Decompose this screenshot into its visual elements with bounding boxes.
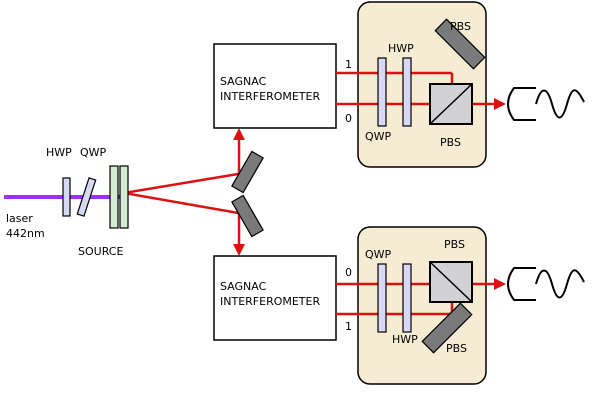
pbs-cube-icon [429, 83, 473, 125]
waveplate-icon [62, 177, 71, 217]
mirror-icon [231, 150, 264, 194]
crystal-icon [119, 165, 129, 229]
crystal-icon [109, 165, 119, 229]
analyzer-top-pbs-cube-label: PBS [440, 136, 461, 149]
mirror-icon [231, 194, 264, 238]
red-beams [123, 71, 498, 316]
analyzer-top-pbs-mirror-label: PBS [450, 20, 471, 33]
waveplate-icon [377, 263, 387, 333]
mirror-icon [421, 302, 473, 354]
analyzer-top-hwp-label: HWP [388, 42, 414, 55]
analyzer-bottom-pbs-mirror-label: PBS [446, 342, 467, 355]
sagnac-bottom-port-0: 0 [345, 266, 352, 279]
detector-fiber-icon [507, 87, 585, 121]
sagnac-top-port-1: 1 [345, 58, 352, 71]
source-qwp-label: QWP [80, 146, 107, 159]
analyzer-top-qwp-label: QWP [365, 130, 392, 143]
sagnac-bottom-label-line2: INTERFEROMETER [220, 295, 320, 308]
sagnac-interferometer-top [213, 43, 337, 129]
source-label: SOURCE [78, 245, 123, 258]
waveplate-icon [377, 57, 387, 127]
analyzer-bottom-pbs-cube-label: PBS [444, 238, 465, 251]
pbs-cube-icon [429, 261, 473, 303]
sagnac-top-label-line2: INTERFEROMETER [220, 90, 320, 103]
analyzer-bottom-qwp-label: QWP [365, 248, 392, 261]
waveplate-icon [402, 263, 412, 333]
sagnac-bottom-port-1: 1 [345, 320, 352, 333]
laser-label-line1: laser [6, 212, 33, 225]
sagnac-top-label-line1: SAGNAC [220, 75, 267, 88]
sagnac-interferometer-bottom [213, 255, 337, 341]
sagnac-top-port-0: 0 [345, 112, 352, 125]
analyzer-bottom-hwp-label: HWP [392, 333, 418, 346]
laser-label-line2: 442nm [6, 227, 45, 240]
waveplate-icon [76, 177, 97, 217]
source-hwp-label: HWP [46, 146, 72, 159]
waveplate-icon [402, 57, 412, 127]
mirror-icon [434, 18, 486, 70]
sagnac-bottom-label-line1: SAGNAC [220, 280, 267, 293]
detector-fiber-icon [507, 267, 585, 301]
